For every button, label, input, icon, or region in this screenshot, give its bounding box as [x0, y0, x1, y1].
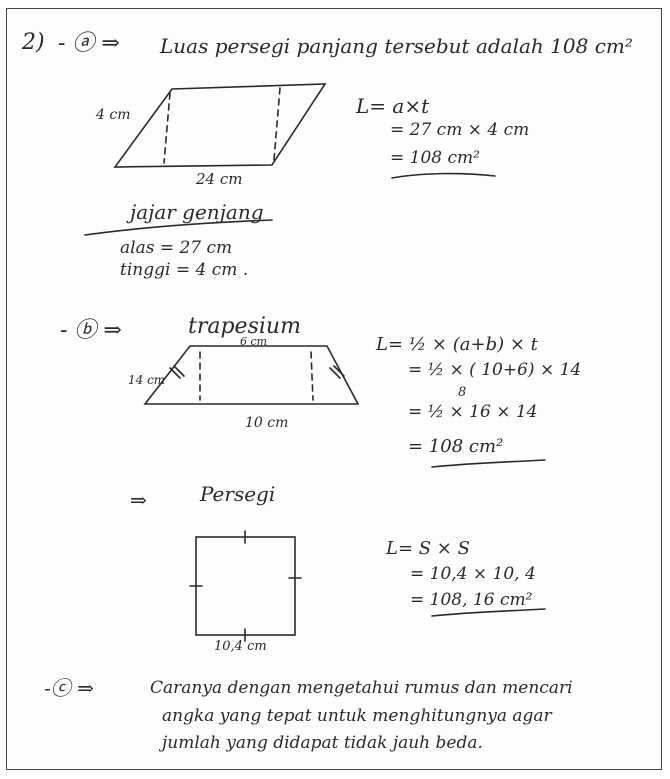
parallelogram-base-label: 24 cm	[196, 170, 243, 188]
shape-a-name: jajar genjang	[130, 200, 264, 224]
alas-value: alas = 27 cm	[120, 238, 233, 258]
shape-square-name: Persegi	[200, 482, 276, 506]
answer-b-underline	[431, 459, 546, 468]
conclusion-line-1: Caranya dengan mengetahui rumus dan menc…	[150, 678, 573, 698]
calc-square-line-2: = 10,4 × 10, 4	[410, 564, 536, 584]
square-figure	[189, 530, 302, 642]
square-side-label: 10,4 cm	[214, 639, 267, 654]
calc-a-line-1: L= a×t	[356, 94, 430, 118]
part-b-marker: - ⓑ ⇒	[60, 318, 122, 343]
answer-square-underline	[431, 608, 546, 617]
name-a-underline	[84, 219, 273, 236]
calc-b-line-1: L= ½ × (a+b) × t	[376, 334, 538, 355]
calc-square-line-1: L= S × S	[386, 538, 470, 559]
parallelogram-figure	[113, 83, 327, 168]
trapezoid-figure	[143, 345, 360, 405]
part-a-marker: - ⓐ ⇒	[58, 31, 120, 56]
calc-b-line-2: = ½ × ( 10+6) × 14	[408, 360, 582, 380]
calc-b-line-3: = ½ × 16 × 14	[408, 402, 538, 422]
calc-b-line-4: = 108 cm²	[408, 436, 504, 457]
trapezoid-side-label: 14 cm	[128, 373, 166, 387]
part-c-marker: -ⓒ ⇒	[44, 676, 94, 700]
conclusion-line-2: angka yang tepat untuk menghitungnya aga…	[162, 706, 552, 726]
shape-b-name: trapesium	[188, 314, 301, 339]
calc-a-line-2: = 27 cm × 4 cm	[390, 120, 530, 140]
part-square-marker: ⇒	[130, 488, 147, 512]
trapezoid-top-label: 6 cm	[240, 335, 268, 348]
calc-a-line-3: = 108 cm²	[390, 148, 480, 168]
question-number: 2)	[22, 30, 45, 55]
answer-a-underline	[391, 172, 496, 179]
tinggi-value: tinggi = 4 cm .	[120, 260, 249, 280]
calc-square-line-3: = 108, 16 cm²	[410, 590, 533, 610]
conclusion-line-3: jumlah yang didapat tidak jauh beda.	[162, 733, 483, 753]
calc-b-annotation: 8	[458, 385, 467, 400]
handwritten-answer-sheet	[6, 8, 662, 770]
trapezoid-bottom-label: 10 cm	[245, 415, 289, 431]
parallelogram-side-label: 4 cm	[96, 107, 131, 123]
header-statement: Luas persegi panjang tersebut adalah 108…	[160, 34, 633, 58]
